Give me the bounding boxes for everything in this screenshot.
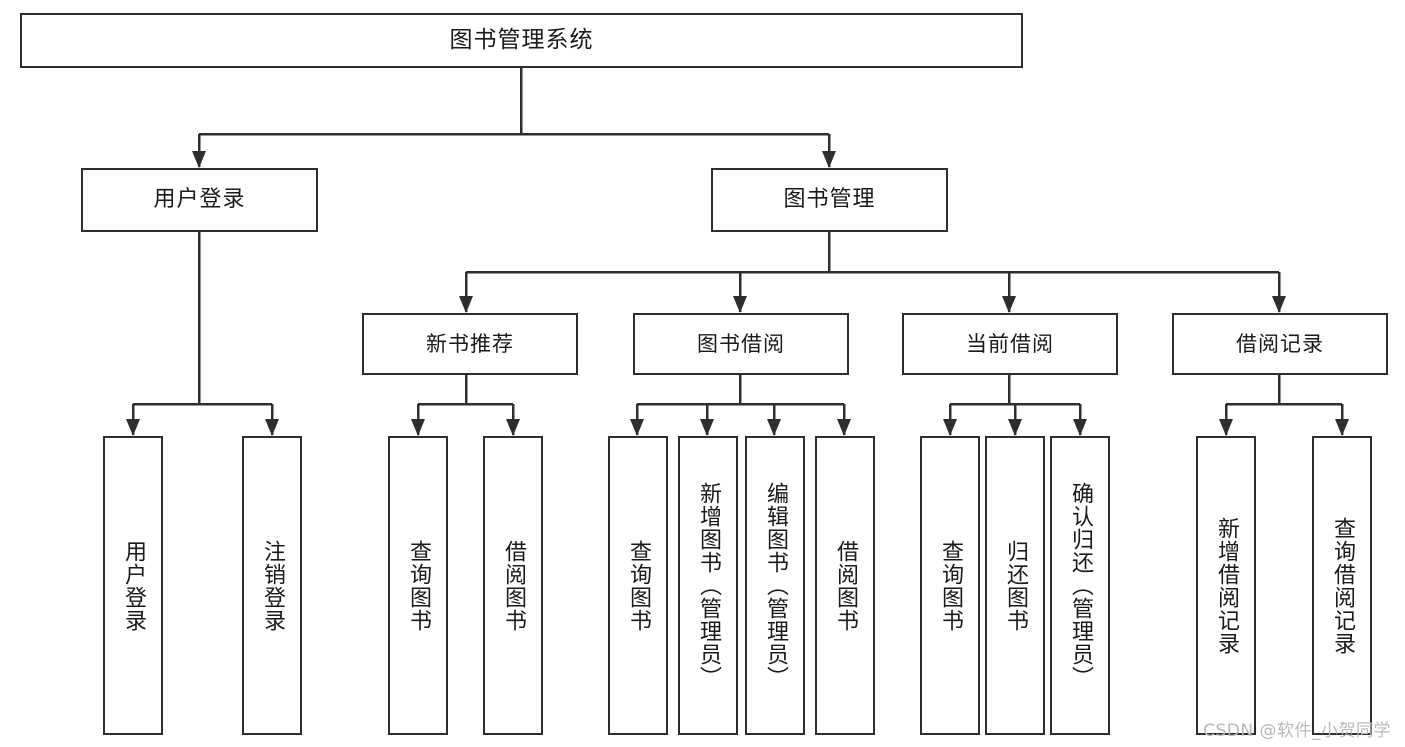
node-label-current-borrow: 当前借阅: [966, 331, 1054, 356]
node-label-borrow-record: 借阅记录: [1236, 331, 1324, 356]
node-label-root: 图书管理系统: [449, 27, 594, 53]
node-root[interactable]: 图书管理系统: [20, 13, 1023, 68]
node-label-leaf-query-book-rec: 查询图书: [405, 539, 431, 632]
node-leaf-borrow-book-rec[interactable]: 借阅图书: [483, 436, 543, 735]
node-label-leaf-borrow-book: 借阅图书: [832, 539, 858, 632]
watermark-label: CSDN @软件_小贺同学: [1203, 721, 1391, 741]
node-label-leaf-logout: 注销登录: [259, 539, 285, 632]
node-leaf-logout[interactable]: 注销登录: [242, 436, 302, 735]
node-label-user-login: 用户登录: [153, 187, 246, 212]
node-leaf-borrow-book[interactable]: 借阅图书: [815, 436, 875, 735]
node-label-leaf-edit-book-admin: 编辑图书（管理员）: [762, 482, 788, 689]
node-label-leaf-query-borrow-record: 查询借阅记录: [1329, 516, 1355, 655]
node-label-book-borrow: 图书借阅: [697, 331, 785, 356]
node-label-leaf-query-book-current: 查询图书: [937, 539, 963, 632]
node-user-login[interactable]: 用户登录: [81, 168, 318, 232]
node-leaf-query-borrow-record[interactable]: 查询借阅记录: [1312, 436, 1372, 735]
node-book-manage[interactable]: 图书管理: [711, 168, 948, 232]
node-current-borrow[interactable]: 当前借阅: [902, 313, 1118, 375]
node-book-borrow[interactable]: 图书借阅: [633, 313, 849, 375]
node-label-leaf-user-login: 用户登录: [120, 539, 146, 632]
node-label-leaf-add-borrow-record: 新增借阅记录: [1213, 516, 1239, 655]
node-label-leaf-borrow-book-rec: 借阅图书: [500, 539, 526, 632]
node-label-leaf-query-book-borrow: 查询图书: [625, 539, 651, 632]
node-leaf-query-book-borrow[interactable]: 查询图书: [608, 436, 668, 735]
node-label-leaf-add-book-admin: 新增图书（管理员）: [695, 482, 721, 689]
node-label-leaf-return-book: 归还图书: [1002, 539, 1028, 632]
node-leaf-user-login[interactable]: 用户登录: [103, 436, 163, 735]
node-leaf-add-book-admin[interactable]: 新增图书（管理员）: [678, 436, 738, 735]
node-leaf-confirm-return-admin[interactable]: 确认归还（管理员）: [1050, 436, 1110, 735]
node-leaf-query-book-rec[interactable]: 查询图书: [388, 436, 448, 735]
node-leaf-query-book-current[interactable]: 查询图书: [920, 436, 980, 735]
node-leaf-edit-book-admin[interactable]: 编辑图书（管理员）: [745, 436, 805, 735]
node-label-book-manage: 图书管理: [783, 187, 876, 212]
node-borrow-record[interactable]: 借阅记录: [1172, 313, 1388, 375]
node-new-book-rec[interactable]: 新书推荐: [362, 313, 578, 375]
node-leaf-add-borrow-record[interactable]: 新增借阅记录: [1196, 436, 1256, 735]
node-label-leaf-confirm-return-admin: 确认归还（管理员）: [1067, 482, 1093, 689]
node-label-new-book-rec: 新书推荐: [426, 331, 514, 356]
node-leaf-return-book[interactable]: 归还图书: [985, 436, 1045, 735]
